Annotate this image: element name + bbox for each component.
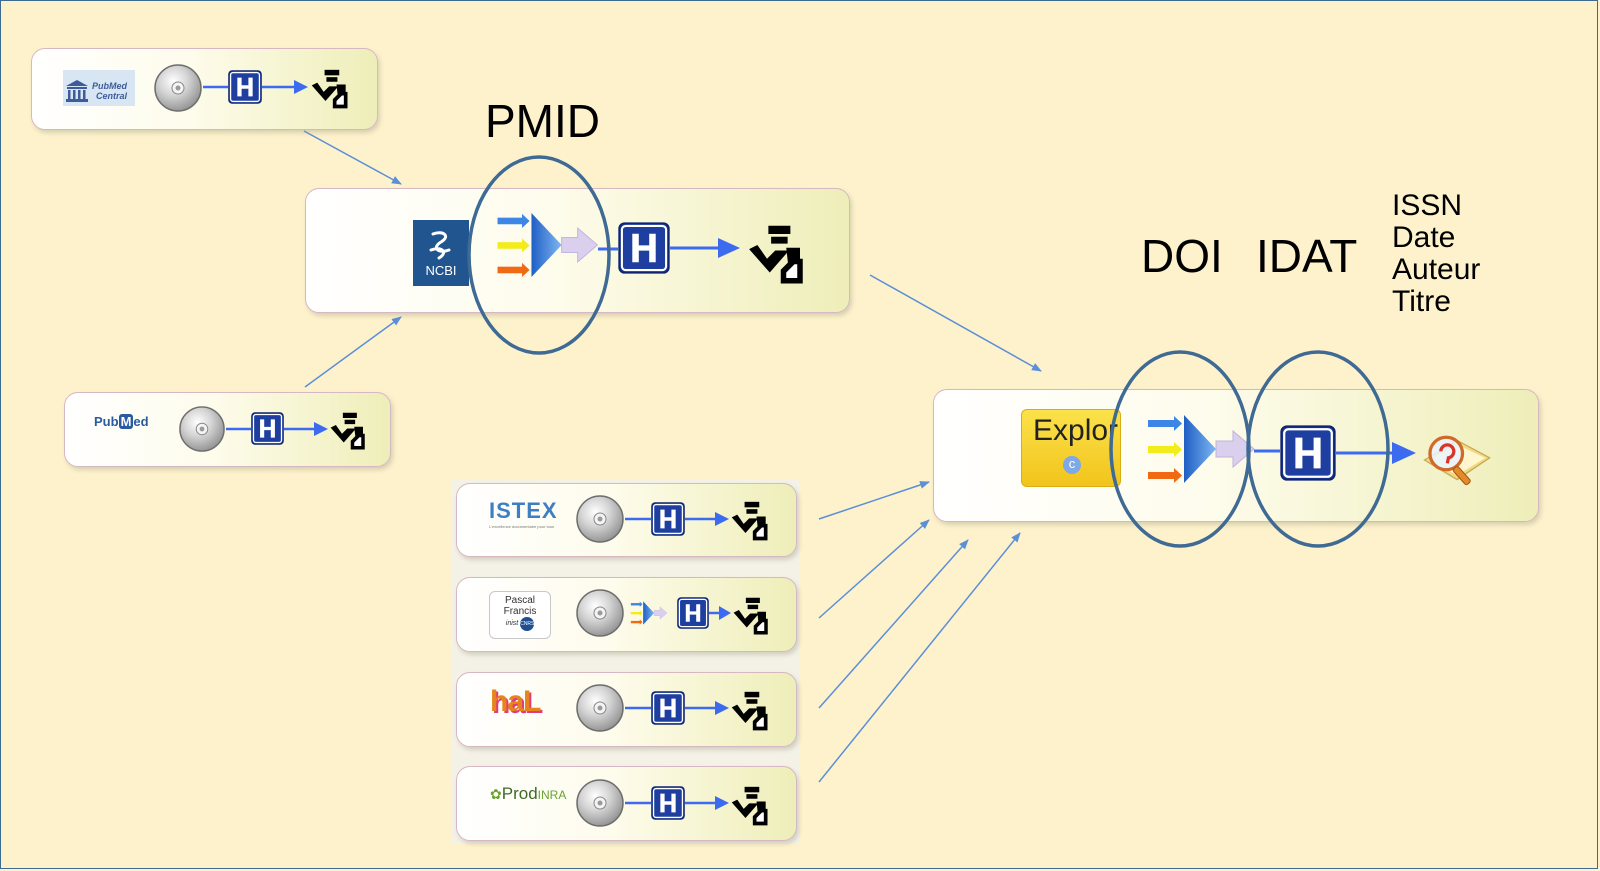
hal-logo: haL [490, 685, 541, 719]
metadata-titre: Titre [1392, 285, 1451, 318]
explor-logo-text: Explor [1033, 414, 1119, 447]
idat-highlight-ellipse [1246, 350, 1390, 548]
ncbi-flow-arrow [670, 238, 740, 258]
pubmed-flow-arrow [284, 422, 328, 436]
connector-istex-to-explor [818, 481, 930, 520]
pascal-logo-line3: inist [505, 620, 519, 627]
metadata-issn: ISSN [1392, 189, 1463, 222]
hal-officer-icon [729, 689, 773, 735]
hal-hbox-icon [651, 691, 685, 725]
istex-logo: ISTEX L'excellence documentaire pour tou… [489, 498, 558, 529]
pmid-label: PMID [485, 95, 600, 147]
connector-ncbi-to-explor [869, 274, 1042, 372]
metadata-fields-list: ISSN Date Auteur Titre [1392, 190, 1480, 318]
hal-flow-connector [625, 706, 651, 710]
pubmed-hbox-icon [251, 412, 284, 445]
connector-hal-to-explor [818, 539, 969, 709]
pmc-logo-text1: PubMed [92, 81, 128, 91]
pascal-francis-logo: Pascal Francis inist CNRS [489, 591, 551, 639]
explor-flow-connector [1254, 449, 1280, 453]
doi-highlight-ellipse [1109, 350, 1251, 548]
pubmed-logo-post: ed [133, 414, 149, 429]
explor-flow-arrow [1336, 442, 1416, 464]
connector-pubmed-to-ncbi [304, 316, 402, 388]
hal-logo-text: haL [490, 685, 541, 718]
istex-disc-icon [575, 494, 625, 544]
pascal-logo-line1: Pascal [504, 595, 535, 606]
prodinra-leaf-icon: ✿ [490, 786, 502, 802]
pmc-flow-connector [203, 85, 228, 89]
pubmed-logo-mid: M [118, 414, 134, 429]
istex-officer-icon [729, 499, 773, 545]
pascal-logo-line2: Francis [503, 606, 537, 617]
pmid-highlight-ellipse [467, 155, 611, 355]
connector-pmc-to-ncbi [303, 130, 402, 185]
doi-label: DOI [1141, 230, 1223, 282]
pascal-funnel-icon [629, 601, 669, 625]
ncbi-officer-icon [745, 220, 811, 292]
pascal-officer-icon [731, 595, 773, 639]
pubmed-central-logo: PubMed Central [63, 70, 135, 106]
pmc-logo-text2: Central [96, 91, 128, 101]
prodinra-logo-post: INRA [537, 788, 567, 802]
ncbi-logo-text: NCBI [425, 263, 456, 278]
pubmed-disc-icon [178, 405, 226, 453]
ncbi-logo: NCBI [413, 220, 469, 286]
connector-prodinra-to-explor [818, 532, 1021, 783]
cnrs-badge-icon: CNRS [520, 617, 534, 631]
pubmed-flow-connector [226, 427, 251, 431]
prodinra-logo: ✿ProdINRA [490, 784, 566, 804]
idat-label: IDAT [1256, 230, 1358, 282]
hal-disc-icon [575, 683, 625, 733]
istex-hbox-icon [651, 502, 685, 536]
ncbi-hbox-icon [618, 222, 670, 274]
pascal-hbox-icon [677, 597, 709, 629]
prodinra-flow-arrow [685, 796, 729, 810]
pmc-flow-arrow [262, 80, 308, 94]
pmc-officer-icon [309, 68, 353, 112]
pascal-logo-footer: inist CNRS [490, 617, 550, 631]
hal-flow-arrow [685, 701, 729, 715]
pubmed-officer-icon [328, 410, 370, 454]
istex-flow-arrow [685, 512, 729, 526]
pmc-disc-icon [153, 63, 203, 113]
prodinra-disc-icon [575, 778, 625, 828]
magnifier-book-icon [1418, 427, 1494, 493]
explor-badge-text: c [1068, 456, 1076, 471]
prodinra-logo-pre: Prod [501, 784, 538, 803]
pubmed-logo-pre: Pub [94, 414, 119, 429]
istex-flow-connector [625, 517, 651, 521]
prodinra-flow-connector [625, 801, 651, 805]
connector-pascal-to-explor [818, 519, 930, 619]
metadata-auteur: Auteur [1392, 253, 1481, 286]
explor-badge-icon: c [1063, 456, 1081, 474]
metadata-date: Date [1392, 221, 1456, 254]
istex-logo-text: ISTEX [489, 498, 558, 523]
pmc-hbox-icon [228, 70, 262, 104]
istex-tagline: L'excellence documentaire pour tous [489, 524, 555, 529]
prodinra-officer-icon [729, 784, 773, 830]
pascal-flow-arrow [709, 606, 731, 620]
explor-logo: Explor c [1021, 409, 1121, 487]
pascal-disc-icon [575, 588, 625, 638]
prodinra-hbox-icon [651, 786, 685, 820]
